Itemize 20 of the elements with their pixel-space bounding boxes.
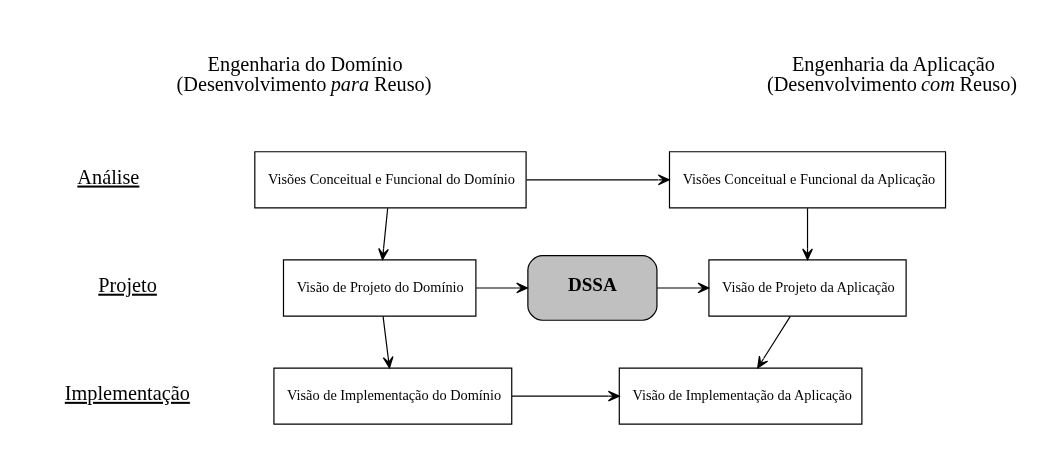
node-box: DSSA: [527, 255, 658, 321]
label: Análise: [77, 165, 140, 188]
arrow: [656, 282, 710, 294]
node-box: Visão de Projeto da Aplicação: [708, 259, 907, 317]
arrow: [757, 315, 791, 369]
arrow: [382, 315, 394, 369]
label: Implementação: [64, 381, 190, 404]
node-box: Visões Conceitual e Funcional da Aplicação: [668, 151, 947, 209]
label: Engenharia do Domínio (Desenvolvimento para Reuso): [176, 52, 432, 95]
arrow: [511, 390, 620, 402]
node-box: Visão de Implementação do Domínio: [273, 367, 513, 425]
arrow: [475, 282, 528, 294]
node-box: Visão de Projeto do Domínio: [282, 259, 477, 317]
arrow: [525, 174, 670, 186]
arrow: [802, 207, 813, 261]
label: Projeto: [98, 273, 157, 296]
node-box: Visão de Implementação da Aplicação: [618, 367, 863, 425]
arrow: [378, 207, 389, 261]
label: Engenharia da Aplicação (Desenvolvimento com Reuso): [766, 52, 1018, 95]
node-box: Visões Conceitual e Funcional do Domínio: [254, 151, 527, 209]
